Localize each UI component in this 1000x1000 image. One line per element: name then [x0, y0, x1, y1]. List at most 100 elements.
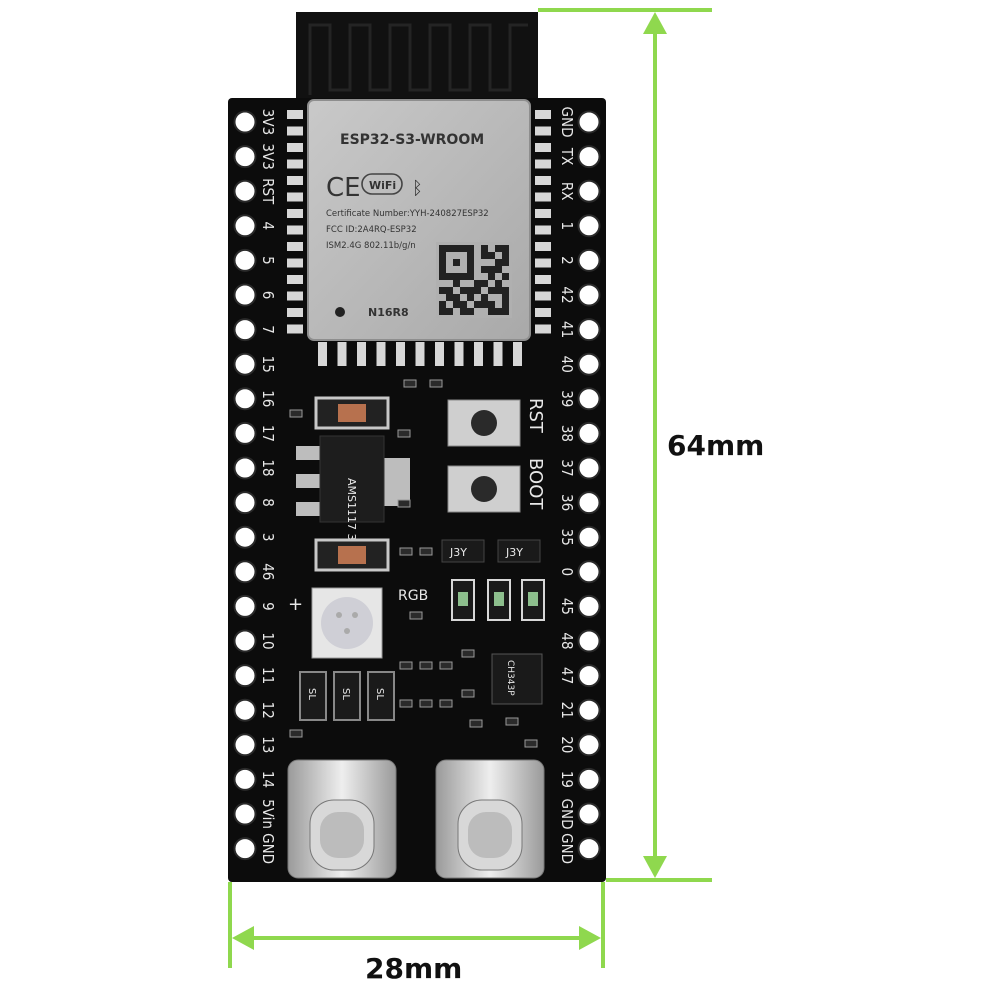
right-pin-hole — [577, 179, 601, 203]
qr-cell — [467, 294, 474, 301]
qr-cell — [439, 273, 446, 280]
qr-cell — [467, 245, 474, 252]
boot-button[interactable] — [447, 465, 521, 513]
left-pin-label: 15 — [259, 356, 277, 373]
qr-cell — [502, 294, 509, 301]
transistor-2: J3Y — [497, 539, 541, 563]
right-pin-label: 45 — [558, 598, 576, 615]
qr-cell — [446, 287, 453, 294]
left-pin-hole — [233, 352, 257, 376]
qr-cell — [502, 287, 509, 294]
module-pad-bottom — [396, 342, 405, 366]
svg-text:AMS1117 3.3: AMS1117 3.3 — [345, 478, 358, 551]
right-pin-label: 1 — [558, 222, 576, 231]
qr-cell — [467, 259, 474, 266]
right-pin-hole — [577, 664, 601, 688]
qr-cell — [439, 301, 446, 308]
boot-label: BOOT — [525, 458, 546, 510]
status-led-lens — [458, 592, 468, 606]
qr-cell — [502, 245, 509, 252]
qr-cell — [495, 287, 502, 294]
qr-cell — [453, 294, 460, 301]
left-pin-label: 5 — [259, 256, 277, 265]
left-pin-header — [233, 110, 257, 861]
right-pin-hole — [577, 733, 601, 757]
module-pad-bottom — [454, 342, 464, 366]
right-pin-hole — [577, 214, 601, 238]
right-pin-label: TX — [558, 147, 576, 165]
qr-cell — [495, 245, 502, 252]
width-label: 28mm — [365, 952, 462, 985]
qr-cell — [495, 308, 502, 315]
module-pad-bottom — [415, 342, 425, 366]
left-pin-label: 3V3 — [259, 143, 277, 169]
right-pin-hole — [577, 421, 601, 445]
qr-cell — [481, 266, 488, 273]
usb-c-port-right[interactable] — [435, 759, 545, 879]
qr-cell — [474, 301, 481, 308]
right-pin-label: 20 — [558, 736, 576, 753]
rgb-label: RGB — [398, 588, 428, 604]
rst-button[interactable] — [447, 399, 521, 447]
smd-passive — [289, 729, 303, 738]
usb-c-port-left[interactable] — [287, 759, 397, 879]
right-pin-label: 35 — [558, 529, 576, 546]
module-name: ESP32-S3-WROOM — [340, 132, 484, 148]
right-pin-label: 21 — [558, 702, 576, 719]
module-pad-left — [287, 291, 303, 301]
qr-cell — [446, 308, 453, 315]
module-pad-right — [535, 275, 551, 284]
module-pad-right — [535, 192, 551, 202]
qr-cell — [481, 294, 488, 301]
right-pin-hole — [577, 456, 601, 480]
module-fcc: FCC ID:2A4RQ-ESP32 — [326, 225, 417, 235]
module-cert: Certificate Number:YYH-240827ESP32 — [326, 209, 489, 219]
module-ism: ISM2.4G 802.11b/g/n — [326, 241, 416, 251]
transistor-1: J3Y — [441, 539, 485, 563]
left-pin-hole — [233, 248, 257, 272]
smd-passives — [289, 379, 538, 748]
qr-cell — [439, 252, 446, 259]
qr-cell — [460, 245, 467, 252]
left-pin-hole — [233, 525, 257, 549]
module-pad-left — [287, 209, 303, 218]
right-pin-hole — [577, 594, 601, 618]
right-pin-label: GND — [558, 107, 576, 138]
right-pin-label: 47 — [558, 667, 576, 684]
right-pin-label: 19 — [558, 771, 576, 788]
qr-cell — [502, 301, 509, 308]
capacitor-top — [314, 396, 390, 430]
left-pin-label: 3V3 — [259, 109, 277, 135]
module-pad-bottom — [474, 342, 483, 366]
left-pin-hole — [233, 179, 257, 203]
module-pad-right — [535, 324, 551, 334]
right-pin-label: 42 — [558, 286, 576, 303]
qr-cell — [453, 273, 460, 280]
right-pin-hole — [577, 110, 601, 134]
right-pin-hole — [577, 248, 601, 272]
right-pin-label: 36 — [558, 494, 576, 511]
qr-cell — [446, 245, 453, 252]
height-label: 64mm — [667, 429, 764, 462]
module-pad-left — [287, 126, 303, 136]
left-pin-label: 5Vin — [259, 799, 277, 829]
smd-passive — [399, 661, 413, 670]
bluetooth-icon: ᛒ — [412, 178, 423, 199]
svg-text:WiFi: WiFi — [369, 179, 396, 192]
right-pin-hole — [577, 387, 601, 411]
qr-cell — [439, 259, 446, 266]
qr-cell — [502, 259, 509, 266]
left-pin-label: 3 — [259, 533, 277, 542]
qr-cell — [439, 308, 446, 315]
smd-passive — [399, 699, 413, 708]
status-led-lens — [528, 592, 538, 606]
smd-passive — [419, 547, 433, 556]
right-pin-label: 38 — [558, 425, 576, 442]
right-pin-hole — [577, 837, 601, 861]
smd-passive — [461, 689, 475, 698]
module-pad-left — [287, 192, 303, 202]
left-pin-label: 17 — [259, 425, 277, 442]
left-pin-label: 4 — [259, 222, 277, 231]
svg-text:J3Y: J3Y — [505, 546, 523, 559]
